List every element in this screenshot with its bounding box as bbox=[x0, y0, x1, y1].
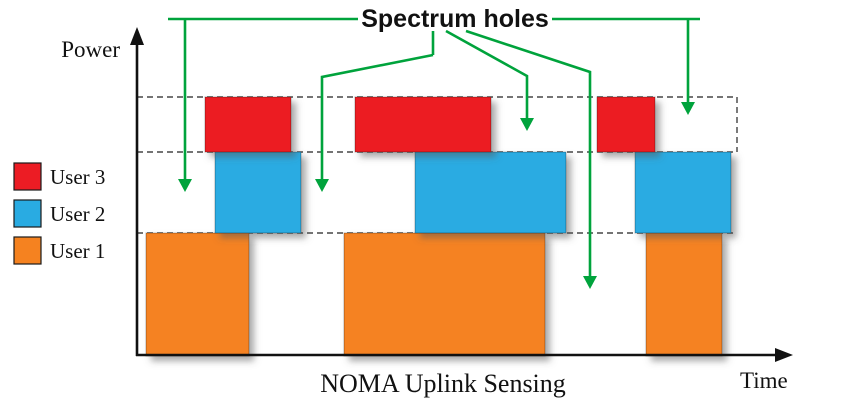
block-user-2-4 bbox=[414, 151, 567, 234]
arrow-line-hole-3 bbox=[445, 29, 529, 119]
axes bbox=[130, 27, 793, 362]
arrowhead-icon bbox=[520, 118, 534, 131]
legend-label-user3: User 3 bbox=[50, 165, 105, 189]
legend-swatch-user1 bbox=[13, 236, 42, 265]
legend-label-user2: User 2 bbox=[50, 202, 105, 226]
arrow-line-hole-4 bbox=[465, 29, 592, 277]
arrowhead-icon bbox=[178, 179, 192, 192]
spectrum-holes-connectors bbox=[168, 17, 700, 289]
arrow-heads bbox=[178, 102, 695, 289]
y-axis-arrow-icon bbox=[130, 27, 144, 45]
x-axis-arrow-icon bbox=[775, 348, 793, 362]
legend-label-user1: User 1 bbox=[50, 239, 105, 263]
legend: User 3 User 2 User 1 bbox=[13, 162, 105, 265]
spectrum-holes-label: Spectrum holes bbox=[361, 5, 549, 33]
block-user-3-7 bbox=[354, 96, 492, 153]
block-user-3-8 bbox=[596, 96, 656, 153]
block-user-1-1 bbox=[343, 232, 546, 357]
block-user-1-2 bbox=[645, 232, 723, 357]
block-user-1-0 bbox=[145, 232, 250, 357]
arrowhead-icon bbox=[583, 276, 597, 289]
figure-title: NOMA Uplink Sensing bbox=[320, 369, 566, 398]
arrowhead-icon bbox=[681, 102, 695, 115]
arrowhead-icon bbox=[315, 179, 329, 192]
block-user-3-6 bbox=[204, 96, 292, 153]
y-axis-label: Power bbox=[61, 37, 120, 62]
block-user-2-3 bbox=[214, 151, 302, 234]
arrow-line-hole-2 bbox=[320, 53, 434, 180]
blocks-layer bbox=[145, 96, 732, 357]
legend-swatch-user2 bbox=[13, 199, 42, 228]
block-user-2-5 bbox=[634, 151, 732, 234]
legend-item-user3: User 3 bbox=[13, 162, 105, 191]
legend-item-user2: User 2 bbox=[13, 199, 105, 228]
x-axis-label: Time bbox=[740, 368, 788, 393]
legend-item-user1: User 1 bbox=[13, 236, 105, 265]
legend-swatch-user3 bbox=[13, 162, 42, 191]
